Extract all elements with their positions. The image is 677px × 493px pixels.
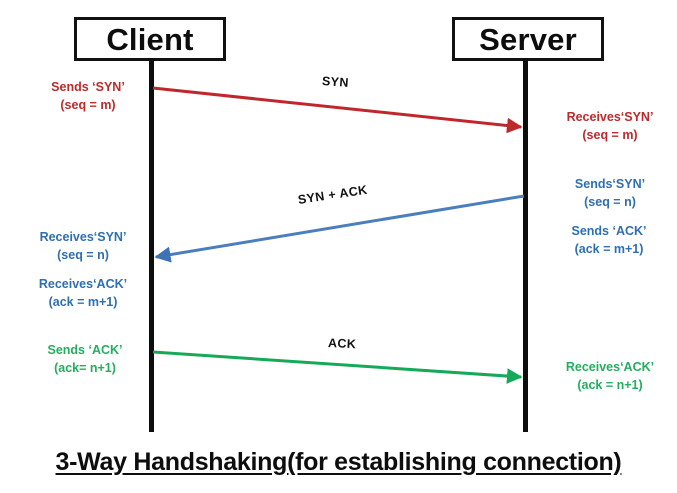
annotation-line-2: (seq = n): [584, 195, 636, 210]
annotation-line-1: Receives‘ACK’: [565, 360, 655, 374]
diagram-caption: 3-Way Handshaking(for establishing conne…: [0, 448, 677, 477]
annotation-line-1: Sends ‘SYN’: [51, 80, 125, 94]
annotation-line-2: (ack = m+1): [574, 242, 644, 257]
annotation-server-receives-syn: Receives‘SYN’ (seq = m): [548, 108, 672, 144]
diagram-caption-text: 3-Way Handshaking(for establishing conne…: [55, 448, 622, 476]
annotation-client-receives-syn: Receives‘SYN’ (seq = n): [22, 228, 144, 264]
server-lifeline: [523, 58, 528, 432]
annotation-server-sends-syn: Sends‘SYN’ (seq = n): [548, 175, 672, 211]
client-node-box: Client: [74, 17, 226, 61]
annotation-server-receives-ack: Receives‘ACK’ (ack = n+1): [545, 358, 675, 394]
client-lifeline: [149, 58, 154, 432]
annotation-line-1: Receives‘SYN’: [39, 230, 127, 244]
arrow-ack: [152, 350, 523, 384]
annotation-line-1: Sends‘SYN’: [574, 177, 646, 191]
server-node-box: Server: [452, 17, 604, 61]
annotation-line-2: (ack = n+1): [577, 378, 643, 393]
arrow-syn: [152, 86, 523, 134]
arrow-label-syn: SYN: [321, 74, 350, 90]
annotation-line-2: (seq = m): [60, 98, 116, 113]
annotation-line-1: Sends ‘ACK’: [47, 343, 123, 357]
client-node-label: Client: [106, 21, 194, 57]
arrow-label-ack: ACK: [327, 336, 357, 352]
annotation-client-sends-syn: Sends ‘SYN’ (seq = m): [32, 78, 144, 114]
server-node-label: Server: [479, 21, 577, 57]
annotation-server-sends-ack: Sends ‘ACK’ (ack = m+1): [545, 222, 673, 258]
annotation-client-receives-ack: Receives‘ACK’ (ack = m+1): [22, 275, 144, 311]
annotation-line-2: (seq = n): [57, 248, 109, 263]
annotation-line-2: (ack= n+1): [54, 361, 116, 376]
annotation-line-1: Sends ‘ACK’: [571, 224, 647, 238]
annotation-line-2: (ack = m+1): [48, 295, 118, 310]
annotation-line-1: Receives‘ACK’: [38, 277, 128, 291]
annotation-client-sends-ack: Sends ‘ACK’ (ack= n+1): [26, 341, 144, 377]
arrow-label-syn-ack: SYN + ACK: [296, 182, 369, 207]
annotation-line-1: Receives‘SYN’: [566, 110, 654, 124]
arrow-syn-ack: [154, 194, 525, 263]
annotation-line-2: (seq = m): [582, 128, 638, 143]
